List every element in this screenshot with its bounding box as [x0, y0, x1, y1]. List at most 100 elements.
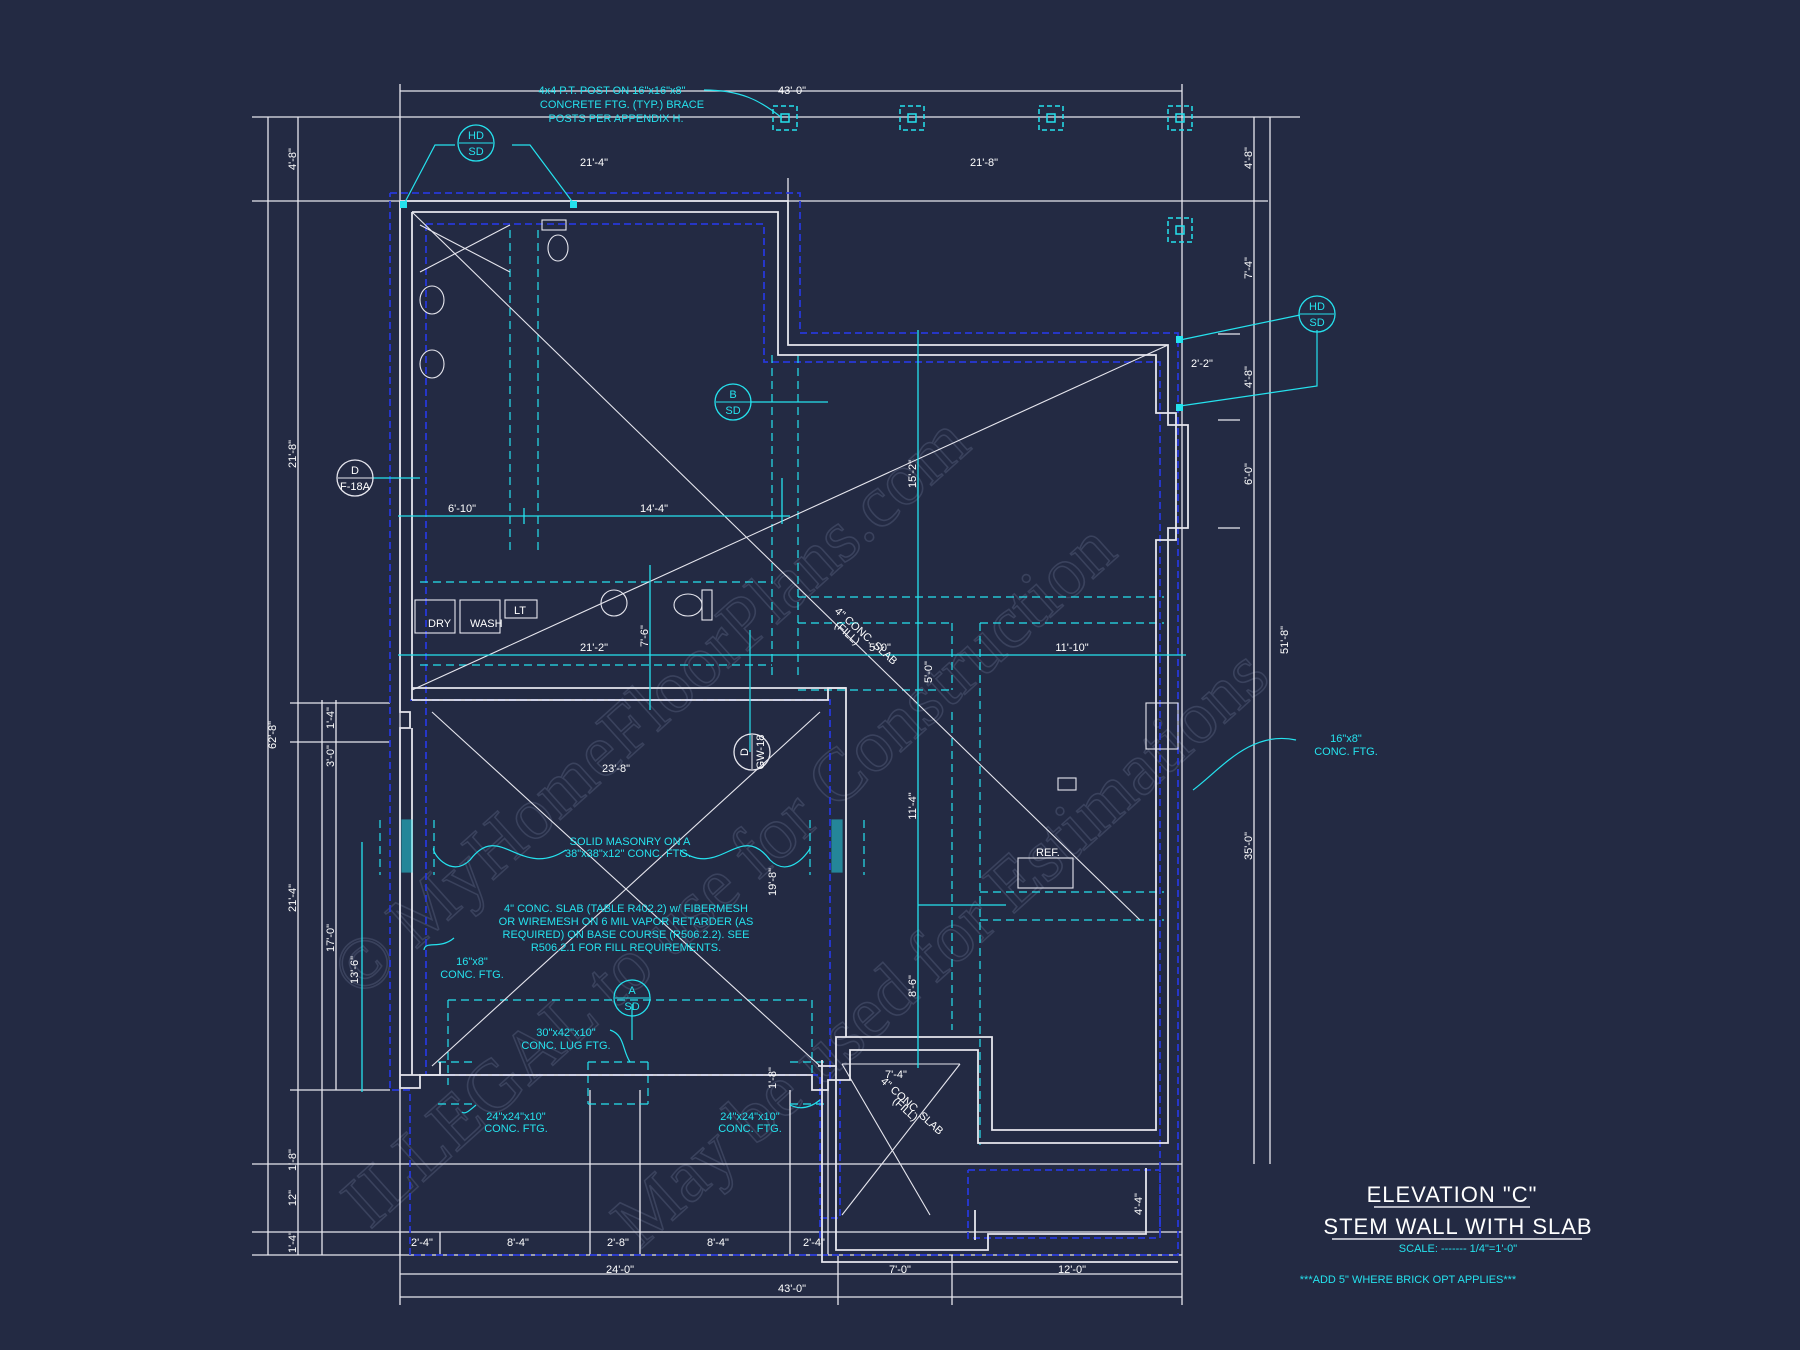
left-footing-note-line-2: CONC. FTG. — [440, 969, 504, 981]
dim-bottom-2-8: 2'-8" — [607, 1237, 629, 1249]
dim-interior-5-0-h: 5'-0" — [869, 642, 891, 654]
hold-down-markers — [400, 201, 1183, 411]
posts — [772, 105, 1193, 243]
a-sd-label: SD — [624, 1001, 639, 1013]
dim-left-17-0: 17'-0" — [325, 924, 337, 952]
dim-bottom-12-0: 12'-0" — [1058, 1264, 1086, 1276]
dim-interior-19-8: 19'-8" — [767, 868, 779, 896]
right-footing-note-line-2: CONC. FTG. — [1314, 746, 1378, 758]
refrigerator-label: REF. — [1036, 847, 1060, 859]
post-4 — [1167, 105, 1193, 131]
tags: HD SD HD SD B SD A SD D F-18A — [336, 124, 1336, 1017]
hd-sd-tag-top: HD SD — [457, 124, 495, 162]
hd-sd-tag-right: HD SD — [1298, 295, 1336, 333]
dim-right-51-8: 51'-8" — [1279, 626, 1291, 654]
dim-left-12: 12" — [287, 1190, 299, 1206]
left-footing-note-line-1: 16"x8" — [456, 956, 488, 968]
dim-right-6-0: 6'-0" — [1243, 463, 1255, 485]
dim-left-top-offset: 4'-8" — [287, 148, 299, 170]
sd-top-label: SD — [468, 146, 483, 158]
dim-interior-4-4: 4'-4" — [1133, 1193, 1145, 1215]
dim-right-4-8-a: 4'-8" — [1243, 147, 1255, 169]
inner-wall-outline — [412, 211, 1177, 1131]
slab-note-line-3: REQUIRED) ON BASE COURSE (R506.2.2). SEE — [503, 929, 750, 941]
masonry-note-line-2: 38"x38"x12" CONC. FTG. — [565, 848, 691, 860]
dim-interior-11-10: 11'-10" — [1055, 642, 1088, 654]
dim-top-right: 21'-8" — [970, 157, 998, 169]
dim-left-bottom-1-4: 1'-4" — [287, 1231, 299, 1253]
post-note-line-2: CONCRETE FTG. (TYP.) BRACE — [540, 99, 704, 111]
dim-interior-1-8: 1'-8" — [767, 1067, 779, 1089]
b-sd-label: SD — [725, 405, 740, 417]
dim-bottom-2-4-b: 2'-4" — [803, 1237, 825, 1249]
dim-interior-6-10: 6'-10" — [448, 503, 476, 515]
hidden-footing-lines — [389, 192, 1179, 1256]
f18a-tag-label: F-18A — [340, 481, 371, 493]
right-pier-footing-line-1: 24"x24"x10" — [720, 1111, 780, 1123]
dim-top-overall: 43'-0" — [778, 85, 806, 97]
left-pier-footing-line-2: CONC. FTG. — [484, 1123, 548, 1135]
dim-interior-5-0-v: 5'-0" — [923, 661, 935, 683]
dryer-label: DRY — [428, 618, 452, 630]
left-pier-footing-line-1: 24"x24"x10" — [486, 1111, 546, 1123]
gw-tag-bottom-label: GW-18 — [755, 735, 767, 770]
dim-interior-11-4: 11'-4" — [907, 792, 919, 819]
d-tag-label: D — [351, 465, 359, 477]
outer-wall-outline — [399, 200, 1189, 1144]
post-note-line-1: 4x4 P.T. POST ON 16"x16"x8" — [538, 85, 685, 97]
post-5 — [1167, 217, 1193, 243]
dimension-text: 43'-0" 21'-4" 21'-8" 62'-8" 4'-8" 21'-8"… — [267, 85, 1291, 1295]
dim-bottom-24-0: 24'-0" — [606, 1264, 634, 1276]
dim-interior-7-4: 7'-4" — [885, 1069, 907, 1081]
fixture-labels: DRY WASH LT REF. — [428, 605, 1060, 859]
post-1 — [772, 105, 798, 131]
dim-left-1-8: 1'-8" — [287, 1149, 299, 1171]
lug-footing-note-line-2: CONC. LUG FTG. — [521, 1040, 610, 1052]
dim-left-overall: 62'-8" — [267, 721, 279, 749]
dim-top-left: 21'-4" — [580, 157, 608, 169]
elevation-title: ELEVATION "C" — [1367, 1182, 1538, 1207]
dim-left-mid: 21'-4" — [287, 884, 299, 912]
dim-interior-7-6: 7'-6" — [639, 625, 651, 647]
dim-bottom-overall: 43'-0" — [778, 1283, 806, 1295]
post-2 — [899, 105, 925, 131]
leader-lines — [372, 89, 1318, 1114]
dim-interior-21-2: 21'-2" — [580, 642, 608, 654]
dim-bottom-7-0: 7'-0" — [889, 1264, 911, 1276]
sheet-subtitle: STEM WALL WITH SLAB — [1323, 1214, 1592, 1239]
right-pier-footing-line-2: CONC. FTG. — [718, 1123, 782, 1135]
dim-left-13-6: 13'-6" — [349, 956, 361, 984]
fixtures — [414, 219, 1179, 889]
post-3 — [1038, 105, 1064, 131]
laundry-tub-label: LT — [514, 605, 526, 617]
dim-left-3-0: 3'-0" — [325, 745, 337, 767]
a-sd-tag: A SD — [613, 979, 651, 1017]
watermark: © MyHomeFloorPlans.com ILLEGAL to use fo… — [316, 399, 1285, 1264]
title-block: ELEVATION "C" STEM WALL WITH SLAB SCALE:… — [1300, 1182, 1592, 1286]
sd-right-label: SD — [1309, 317, 1324, 329]
dim-right-7-4: 7'-4" — [1243, 257, 1255, 279]
dim-interior-14-4: 14'-4" — [640, 503, 668, 515]
slab-note-line-1: 4" CONC. SLAB (TABLE R402.2) w/ FIBERMES… — [504, 903, 748, 915]
post-note-line-3: POSTS PER APPENDIX H. — [548, 113, 683, 125]
masonry-footings — [401, 819, 843, 873]
gw-tag-top-label: D — [739, 748, 751, 756]
right-footing-note-line-1: 16"x8" — [1330, 733, 1362, 745]
washer-label: WASH — [470, 618, 503, 630]
dim-right-2-2: 2'-2" — [1191, 358, 1213, 370]
b-tag-label: B — [729, 389, 736, 401]
dim-bottom-8-4-b: 8'-4" — [707, 1237, 729, 1249]
hd-right-label: HD — [1309, 301, 1325, 313]
masonry-note-line-1: SOLID MASONRY ON A — [570, 836, 691, 848]
dim-interior-15-2: 15'-2" — [907, 460, 919, 488]
scale-label: SCALE: ------- 1/4"=1'-0" — [1399, 1243, 1518, 1255]
d-f18a-tag: D F-18A — [336, 459, 374, 497]
lug-footing-note-line-1: 30"x42"x10" — [536, 1027, 596, 1039]
brick-note: ***ADD 5" WHERE BRICK OPT APPLIES*** — [1300, 1274, 1517, 1286]
dim-left-upper: 21'-8" — [287, 440, 299, 468]
dim-right-4-8-b: 4'-8" — [1243, 366, 1255, 388]
dimension-lines — [361, 330, 1186, 1092]
dim-bottom-2-4-a: 2'-4" — [411, 1237, 433, 1249]
stem-walls — [399, 200, 1189, 1263]
